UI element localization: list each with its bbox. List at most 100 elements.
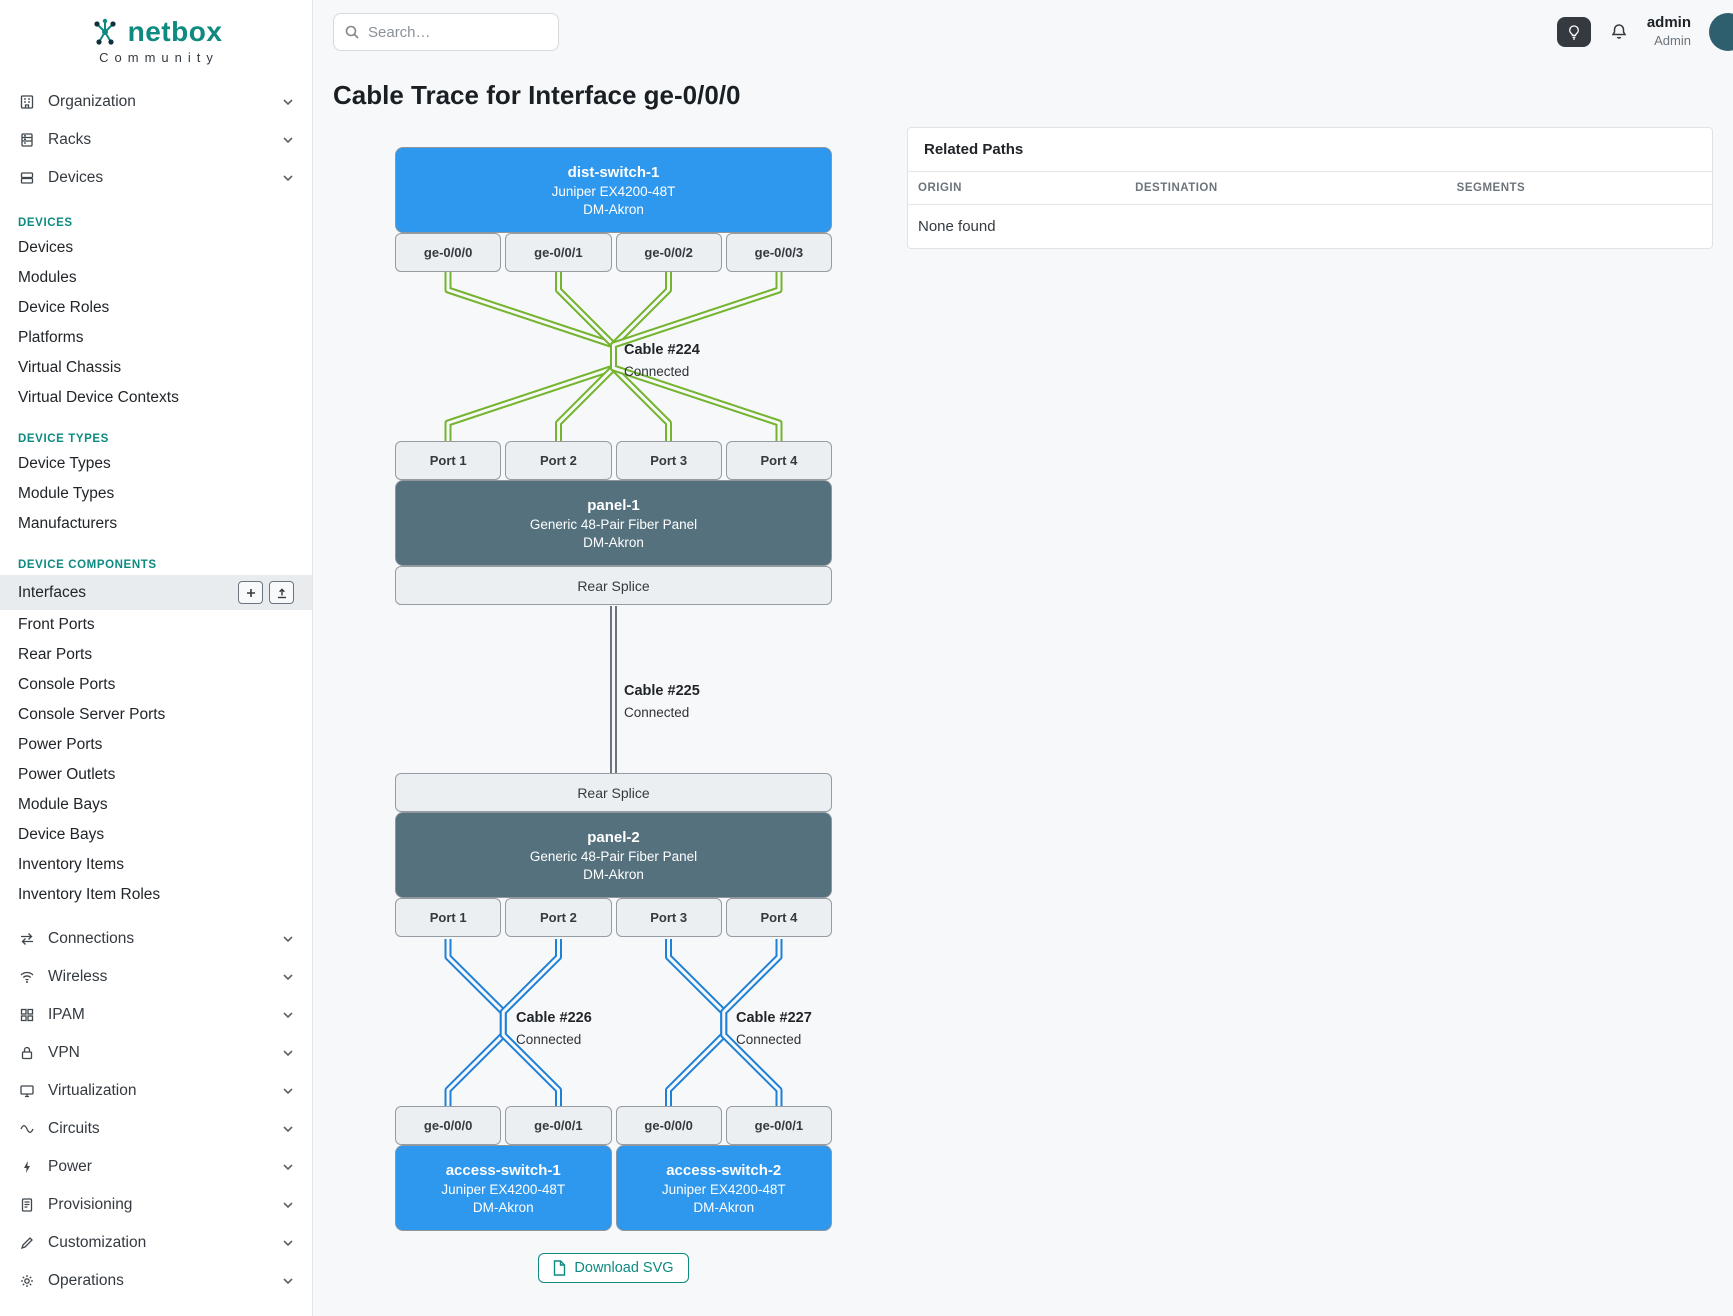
trace-port-panel1-4[interactable]: Port 4 (725, 441, 832, 480)
sidebar-item-ipam[interactable]: IPAM (0, 996, 312, 1034)
sidebar-item-organization[interactable]: Organization (0, 83, 312, 121)
sidebar-item-vpn[interactable]: VPN (0, 1034, 312, 1072)
sidebar-item-module-types[interactable]: Module Types (0, 479, 312, 509)
sidebar-item-label: Customization (48, 1234, 147, 1251)
cable-label-227[interactable]: Cable #227 Connected (736, 1008, 812, 1050)
main-content: admin Admin Cable Trace for Interface ge… (313, 0, 1733, 1316)
trace-port-ge-0-0-3[interactable]: ge-0/0/3 (725, 233, 832, 272)
brand-logo[interactable]: netbox Community (0, 0, 312, 75)
cable-label-225[interactable]: Cable #225 Connected (624, 681, 700, 723)
sidebar-item-label: Power Ports (18, 736, 103, 753)
search-input[interactable] (368, 23, 548, 41)
devices-icon (18, 170, 36, 186)
trace-port-access1-ge-0-0-1[interactable]: ge-0/0/1 (505, 1106, 612, 1145)
sidebar-item-virtual-chassis[interactable]: Virtual Chassis (0, 353, 312, 383)
sidebar-item-interfaces[interactable]: Interfaces (0, 575, 312, 610)
cable-227-lines (665, 939, 783, 1108)
trace-port-panel1-3[interactable]: Port 3 (615, 441, 722, 480)
trace-port-panel2-3[interactable]: Port 3 (615, 898, 722, 937)
trace-device-panel-1[interactable]: panel-1 Generic 48-Pair Fiber Panel DM-A… (395, 480, 832, 566)
sidebar-item-provisioning[interactable]: Provisioning (0, 1186, 312, 1224)
sidebar-item-label: Operations (48, 1272, 124, 1289)
trace-device-access-switch-1[interactable]: access-switch-1 Juniper EX4200-48T DM-Ak… (395, 1145, 612, 1231)
sidebar-item-circuits[interactable]: Circuits (0, 1110, 312, 1148)
user-menu[interactable]: admin Admin (1647, 14, 1691, 50)
sidebar-item-manufacturers[interactable]: Manufacturers (0, 509, 312, 539)
trace-device-access-switch-2[interactable]: access-switch-2 Juniper EX4200-48T DM-Ak… (615, 1145, 832, 1231)
sidebar-item-rear-ports[interactable]: Rear Ports (0, 640, 312, 670)
cable-label-226[interactable]: Cable #226 Connected (516, 1008, 592, 1050)
sidebar-item-racks[interactable]: Racks (0, 121, 312, 159)
sidebar-item-operations[interactable]: Operations (0, 1262, 312, 1300)
avatar[interactable] (1709, 13, 1733, 51)
trace-port-access2-ge-0-0-0[interactable]: ge-0/0/0 (615, 1106, 722, 1145)
sidebar-section-device-types: Device Types (18, 433, 109, 445)
sidebar-item-label: Circuits (48, 1120, 100, 1137)
sidebar-item-label: Virtual Device Contexts (18, 389, 179, 406)
sidebar-item-power-ports[interactable]: Power Ports (0, 730, 312, 760)
sidebar-item-console-server-ports[interactable]: Console Server Ports (0, 700, 312, 730)
cable-name: Cable #227 (736, 1010, 812, 1026)
trace-port-ge-0-0-1[interactable]: ge-0/0/1 (505, 233, 612, 272)
add-button[interactable] (238, 581, 263, 604)
trace-port-panel2-2[interactable]: Port 2 (505, 898, 612, 937)
theme-toggle-button[interactable] (1556, 17, 1591, 47)
search-box[interactable] (333, 13, 559, 51)
trace-device-dist-switch-1[interactable]: dist-switch-1 Juniper EX4200-48T DM-Akro… (395, 147, 832, 233)
device-name: panel-1 (587, 496, 640, 514)
trace-rear-splice-1[interactable]: Rear Splice (395, 566, 832, 605)
sidebar-item-front-ports[interactable]: Front Ports (0, 610, 312, 640)
chevron-down-icon (282, 1125, 294, 1133)
sidebar-item-devices-list[interactable]: Devices (0, 233, 312, 263)
device-site: DM-Akron (472, 1199, 534, 1215)
cable-lines (444, 272, 783, 1108)
trace-device-panel-2[interactable]: panel-2 Generic 48-Pair Fiber Panel DM-A… (395, 812, 832, 898)
sidebar-item-wireless[interactable]: Wireless (0, 958, 312, 996)
sidebar-item-inventory-item-roles[interactable]: Inventory Item Roles (0, 880, 312, 910)
trace-port-panel2-4[interactable]: Port 4 (725, 898, 832, 937)
sidebar-item-virtual-device-contexts[interactable]: Virtual Device Contexts (0, 383, 312, 413)
sidebar-item-label: Rear Ports (18, 646, 93, 663)
sidebar-item-module-bays[interactable]: Module Bays (0, 790, 312, 820)
column-segments: Segments (1456, 182, 1526, 194)
related-paths-header-row: Origin Destination Segments (908, 172, 1712, 205)
topbar: admin Admin (333, 10, 1733, 54)
brand-name: netbox (127, 16, 223, 47)
sidebar-item-device-bays[interactable]: Device Bays (0, 820, 312, 850)
trace-port-ge-0-0-2[interactable]: ge-0/0/2 (615, 233, 722, 272)
trace-port-panel2-1[interactable]: Port 1 (395, 898, 502, 937)
notifications-button[interactable] (1609, 22, 1629, 42)
sidebar-section-devices: Devices (18, 217, 73, 229)
trace-port-panel1-1[interactable]: Port 1 (395, 441, 502, 480)
gear-icon (18, 1273, 36, 1289)
cable-226-lines (444, 939, 562, 1108)
download-svg-button[interactable]: Download SVG (538, 1253, 689, 1283)
trace-rear-splice-2[interactable]: Rear Splice (395, 773, 832, 812)
lock-icon (18, 1045, 36, 1061)
device-model: Generic 48-Pair Fiber Panel (529, 848, 698, 864)
cable-label-224[interactable]: Cable #224 Connected (624, 340, 700, 382)
import-button[interactable] (269, 581, 294, 604)
device-model: Juniper EX4200-48T (551, 183, 676, 199)
sidebar-item-power-outlets[interactable]: Power Outlets (0, 760, 312, 790)
sidebar-item-console-ports[interactable]: Console Ports (0, 670, 312, 700)
trace-port-access2-ge-0-0-1[interactable]: ge-0/0/1 (725, 1106, 832, 1145)
trace-port-panel1-2[interactable]: Port 2 (505, 441, 612, 480)
sidebar-item-customization[interactable]: Customization (0, 1224, 312, 1262)
sidebar-item-devices[interactable]: Devices (0, 159, 312, 197)
sidebar-item-device-roles[interactable]: Device Roles (0, 293, 312, 323)
cable-name: Cable #224 (624, 342, 700, 358)
trace-port-access1-ge-0-0-0[interactable]: ge-0/0/0 (395, 1106, 502, 1145)
sidebar-item-device-types[interactable]: Device Types (0, 449, 312, 479)
sidebar-item-inventory-items[interactable]: Inventory Items (0, 850, 312, 880)
sidebar-item-platforms[interactable]: Platforms (0, 323, 312, 353)
sidebar-item-modules[interactable]: Modules (0, 263, 312, 293)
device-site: DM-Akron (693, 1199, 755, 1215)
sidebar-item-virtualization[interactable]: Virtualization (0, 1072, 312, 1110)
sidebar-item-label: Inventory Item Roles (18, 886, 161, 903)
trace-port-ge-0-0-0[interactable]: ge-0/0/0 (395, 233, 502, 272)
chevron-down-icon (282, 1201, 294, 1209)
sidebar-item-connections[interactable]: Connections (0, 920, 312, 958)
sidebar-item-power[interactable]: Power (0, 1148, 312, 1186)
column-origin: Origin (918, 182, 962, 194)
